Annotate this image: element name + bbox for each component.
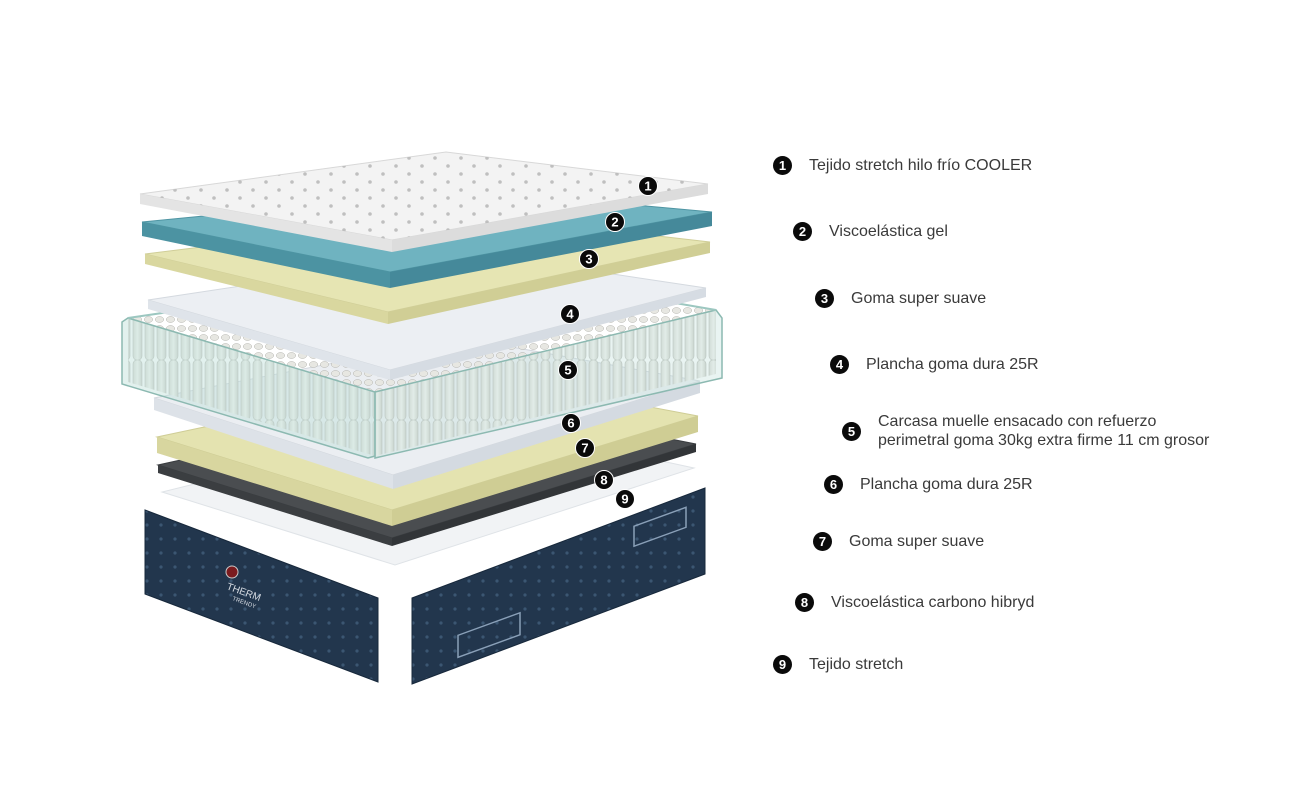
legend-label: Tejido stretch hilo frío COOLER [809,157,1033,174]
legend-number-badge: 8 [795,593,814,612]
legend-number-badge: 6 [824,475,843,494]
svg-text:6: 6 [567,416,574,431]
diagram-badge-9: 9 [615,489,635,509]
svg-text:8: 8 [600,473,607,488]
diagram-badge-6: 6 [561,413,581,433]
legend-item-3: 3 Goma super suave [815,289,986,308]
svg-text:3: 3 [585,252,592,267]
legend-number-badge: 5 [842,422,861,441]
svg-text:9: 9 [621,492,628,507]
legend-item-8: 8 Viscoelástica carbono hibryd [795,593,1034,612]
svg-text:2: 2 [611,215,618,230]
legend-label: Plancha goma dura 25R [866,356,1039,373]
legend-label: Goma super suave [851,290,987,307]
legend-number-badge: 4 [830,355,849,374]
legend-item-5: 5 Carcasa muelle ensacado con refuerzo pe… [842,412,1209,450]
legend-item-9: 9 Tejido stretch [773,655,903,674]
legend-number-badge: 1 [773,156,792,175]
legend-label: Plancha goma dura 25R [860,476,1033,493]
diagram-badge-5: 5 [558,360,578,380]
legend-item-1: 1 Tejido stretch hilo frío COOLER [773,156,1032,175]
legend-label: Viscoelástica gel [829,223,948,240]
legend-number-badge: 7 [813,532,832,551]
svg-text:5: 5 [564,363,571,378]
diagram-badge-2: 2 [605,212,625,232]
svg-text:1: 1 [644,179,651,194]
legend-label: Tejido stretch [809,656,904,673]
diagram-badge-1: 1 [638,176,658,196]
legend-item-2: 2 Viscoelástica gel [793,222,948,241]
legend-number-badge: 3 [815,289,834,308]
diagram-badge-7: 7 [575,438,595,458]
legend-item-4: 4 Plancha goma dura 25R [830,355,1039,374]
handle-icon [633,506,687,548]
diagram-badge-8: 8 [594,470,614,490]
svg-text:7: 7 [581,441,588,456]
mattress-base: THERM TRENDY [144,487,706,685]
handle-icon [457,611,521,659]
legend-number-badge: 9 [773,655,792,674]
diagram-badge-4: 4 [560,304,580,324]
legend-label: Viscoelástica carbono hibryd [831,594,1035,611]
legend-item-7: 7 Goma super suave [813,532,984,551]
diagram-badge-3: 3 [579,249,599,269]
legend-item-6: 6 Plancha goma dura 25R [824,475,1033,494]
legend-label: Carcasa muelle ensacado con refuerzo per… [878,413,1210,449]
legend-label: Goma super suave [849,533,985,550]
svg-text:4: 4 [566,307,574,322]
legend-number-badge: 2 [793,222,812,241]
